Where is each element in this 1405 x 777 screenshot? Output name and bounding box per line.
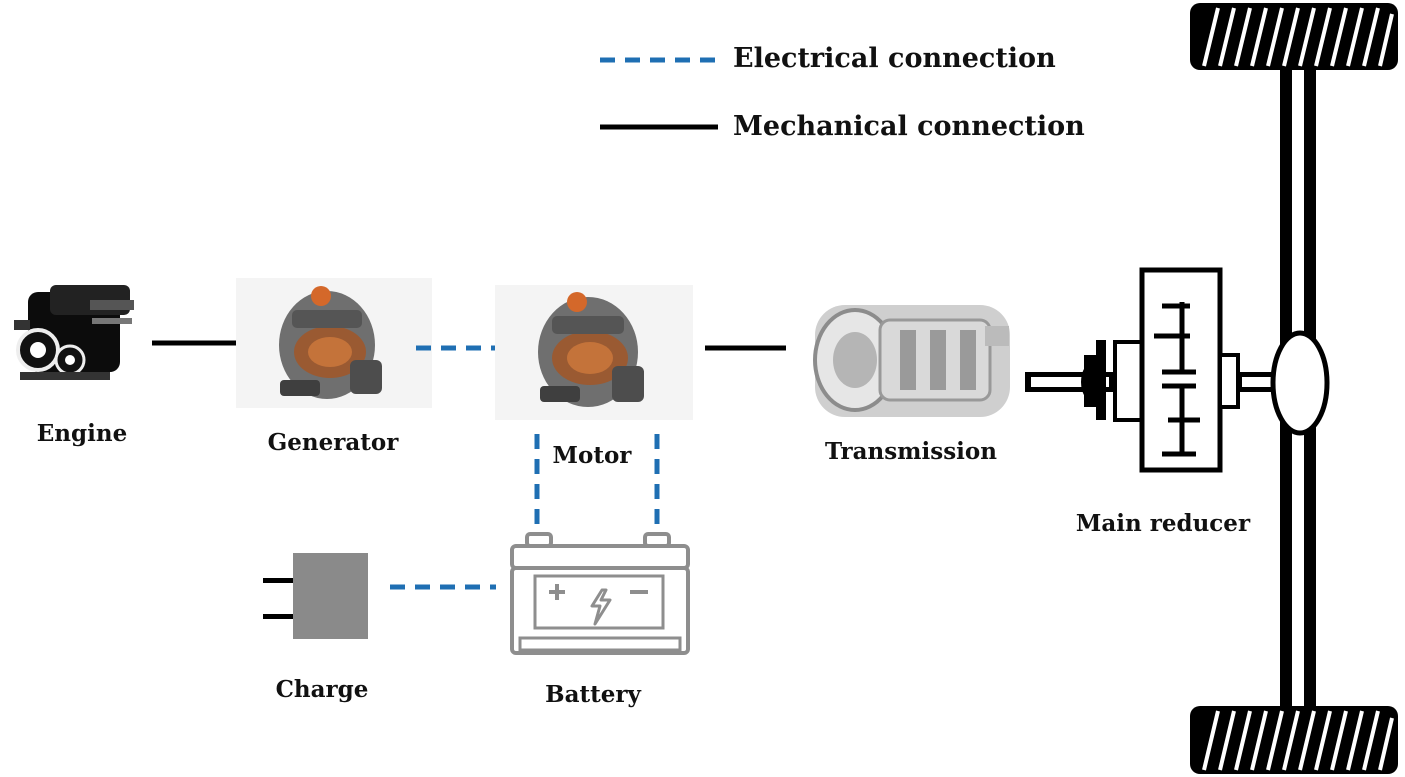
transmission-reducer-shaft: [1025, 340, 1115, 420]
legend: Electrical connection Mechanical connect…: [600, 43, 1085, 142]
legend-mechanical-label: Mechanical connection: [733, 111, 1085, 142]
legend-electrical-label: Electrical connection: [733, 43, 1056, 74]
transmission-label: Transmission: [825, 438, 997, 465]
generator-label: Generator: [268, 429, 400, 456]
main-reducer-image: [1113, 267, 1280, 473]
battery-icon: [510, 532, 690, 655]
charge-label: Charge: [276, 676, 369, 703]
engine-label: Engine: [37, 420, 127, 447]
transmission-image: [813, 305, 1010, 417]
generator-image: [236, 278, 432, 408]
engine-image: [14, 285, 134, 380]
motor-label: Motor: [553, 442, 633, 469]
battery-label: Battery: [545, 681, 641, 708]
main-reducer-label: Main reducer: [1076, 510, 1251, 537]
motor-image: [495, 285, 693, 420]
wheel-top-icon: [1190, 3, 1398, 70]
axle: [1270, 70, 1330, 708]
wheel-bottom-icon: [1190, 706, 1398, 774]
charger-icon: [263, 553, 368, 639]
